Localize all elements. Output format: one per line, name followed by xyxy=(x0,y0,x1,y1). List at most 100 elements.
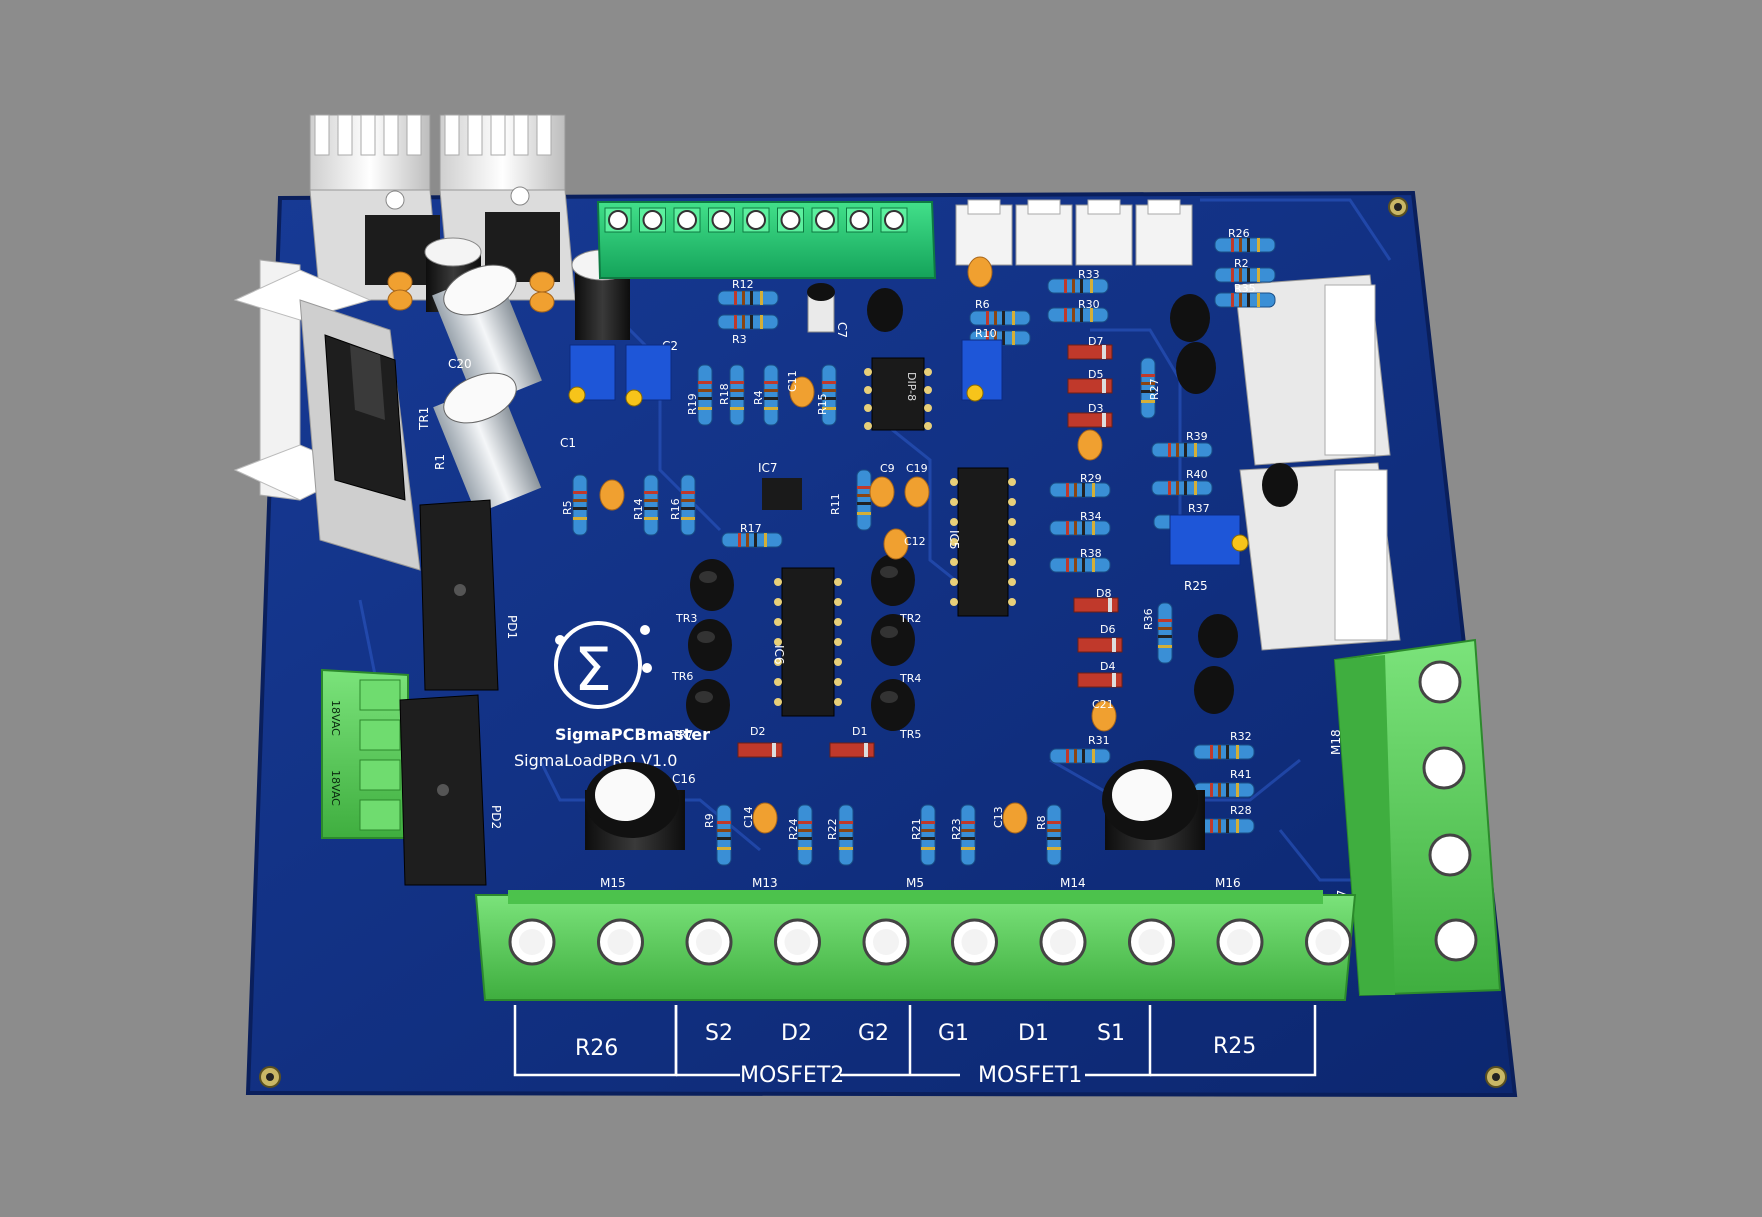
resistor-body xyxy=(960,804,976,866)
resistor-band xyxy=(1002,311,1005,325)
heatsink-tr1 xyxy=(233,259,421,571)
component-label: R11 xyxy=(829,493,842,515)
bottom-terminal-screw-inner xyxy=(1138,929,1165,955)
component-label: R39 xyxy=(1186,430,1208,443)
ic-pin xyxy=(1008,538,1016,546)
diode-band xyxy=(772,743,776,757)
resistor-band xyxy=(1239,293,1242,307)
component-label: D8 xyxy=(1096,587,1111,600)
pin-label-s1: S1 xyxy=(1097,1021,1125,1046)
resistor-band xyxy=(1231,293,1234,307)
section-label-mosfet1: MOSFET1 xyxy=(978,1063,1082,1088)
resistor-body xyxy=(838,804,854,866)
ic-pin xyxy=(834,598,842,606)
resistor-band xyxy=(1066,483,1069,497)
resistor-band xyxy=(1257,238,1260,252)
ic-pin xyxy=(834,698,842,706)
resistor-band xyxy=(1072,279,1075,293)
component-label: R37 xyxy=(1188,502,1210,515)
pin-label-s2: S2 xyxy=(705,1021,733,1046)
resistor-band xyxy=(1082,521,1085,535)
resistor-band xyxy=(961,829,975,832)
ic-pin xyxy=(774,698,782,706)
label-m13: M13 xyxy=(752,876,778,890)
terminal-bottom-10pos xyxy=(474,890,1357,1001)
component-label: R24 xyxy=(787,818,800,840)
resistor-band xyxy=(1064,279,1067,293)
resistor-band xyxy=(921,847,935,850)
ic-pin xyxy=(774,578,782,586)
resistor-band xyxy=(1080,308,1083,322)
ic-pin xyxy=(834,658,842,666)
resistor-band xyxy=(1047,837,1061,840)
pin-label-g2: G2 xyxy=(858,1021,889,1046)
diode-body xyxy=(1067,378,1113,394)
resistor-band xyxy=(573,507,587,510)
component-label: D6 xyxy=(1100,623,1115,636)
ic-pin xyxy=(950,498,958,506)
resistor-band xyxy=(1092,521,1095,535)
resistor-body xyxy=(717,290,779,306)
resistor-band xyxy=(839,829,853,832)
bottom-terminal-screw-inner xyxy=(607,929,634,955)
component-label: D7 xyxy=(1088,335,1103,348)
top-terminal-screw-head xyxy=(849,210,870,230)
bridge-rectifiers xyxy=(399,499,499,886)
svg-text:Σ: Σ xyxy=(574,635,612,705)
resistor-band xyxy=(1226,783,1229,797)
resistor-band xyxy=(822,389,836,392)
component-label: C11 xyxy=(786,370,799,392)
electrolytic-c16 xyxy=(585,762,685,850)
to92-transistor-highlight xyxy=(695,691,713,703)
component-label: R17 xyxy=(740,522,762,535)
resistor-body xyxy=(572,474,588,536)
label-ic5: IC5 xyxy=(947,530,961,550)
resistor-band xyxy=(1047,847,1061,850)
component-label: R30 xyxy=(1078,298,1100,311)
to92-transistor-highlight xyxy=(699,571,717,583)
component-label: R4 xyxy=(752,390,765,405)
ic-pin xyxy=(1008,498,1016,506)
ceramic-capacitor xyxy=(599,479,625,511)
diode-band xyxy=(1112,638,1116,652)
diode-band xyxy=(1112,673,1116,687)
resistor-band xyxy=(730,381,744,384)
component-label: C9 xyxy=(880,462,895,475)
diode-body xyxy=(829,742,875,758)
diode-body xyxy=(1067,344,1113,360)
ic-pin xyxy=(864,404,872,412)
component-label: D2 xyxy=(750,725,765,738)
label-c16: C16 xyxy=(672,772,696,786)
resistor-band xyxy=(750,291,753,305)
pin-label-d1: D1 xyxy=(1018,1021,1049,1046)
resistor-band xyxy=(1064,308,1067,322)
resistor-band xyxy=(746,533,749,547)
label-18vac-bottom: 18VAC xyxy=(329,770,342,806)
mounting-holes xyxy=(259,197,1507,1088)
resistor-band xyxy=(839,847,853,850)
resistor-band xyxy=(730,397,744,400)
ceramic-capacitor xyxy=(1077,429,1103,461)
ic-pin xyxy=(774,618,782,626)
resistor-band xyxy=(1218,819,1221,833)
resistor-body xyxy=(1049,557,1111,573)
component-label: R34 xyxy=(1080,510,1102,523)
resistor-band xyxy=(839,837,853,840)
resistor-body xyxy=(680,474,696,536)
resistor-band xyxy=(822,407,836,410)
resistor-band xyxy=(1092,749,1095,763)
resistor-band xyxy=(1012,331,1015,345)
component-label: R14 xyxy=(632,498,645,520)
ic-pin xyxy=(774,638,782,646)
to92-transistor-highlight xyxy=(880,691,898,703)
ic-pin xyxy=(774,678,782,686)
ics xyxy=(762,357,1009,717)
resistor-band xyxy=(750,315,753,329)
resistor-band xyxy=(1158,627,1172,630)
to92-transistor xyxy=(686,679,730,731)
diode-band xyxy=(1102,379,1106,393)
resistor-body xyxy=(797,804,813,866)
resistor-band xyxy=(1231,238,1234,252)
